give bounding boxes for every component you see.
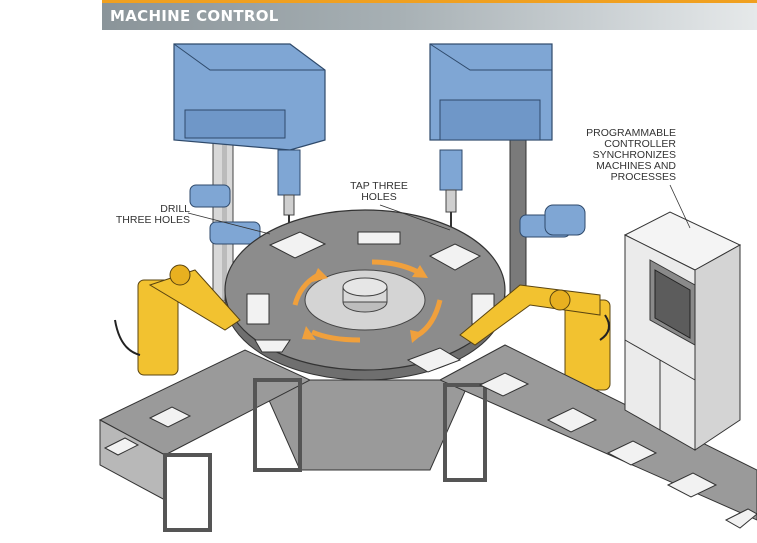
drill-callout: DRILL THREE HOLES (114, 204, 190, 226)
rotary-table (224, 209, 506, 471)
drill-callout-line-1: DRILL (160, 203, 190, 215)
left-robot-arm (114, 264, 241, 376)
tap-callout-line-2: HOLES (361, 191, 397, 203)
page-title: MACHINE CONTROL (110, 7, 279, 25)
controller-cabinet (623, 211, 742, 451)
left-drill-press (173, 43, 326, 301)
controller-callout-line-5: PROCESSES (610, 171, 676, 183)
controller-callout-line-1: PROGRAMMABLE (586, 127, 676, 139)
rotation-arrowheads (302, 265, 428, 343)
right-robot-arm (459, 284, 611, 391)
controller-callout-line-3: SYNCHRONIZES (592, 149, 676, 161)
controller-callout: PROGRAMMABLE CONTROLLER SYNCHRONIZES MAC… (576, 128, 676, 183)
drill-callout-line-2: THREE HOLES (115, 214, 190, 226)
controller-callout-line-2: CONTROLLER (604, 138, 676, 150)
tap-callout: TAP THREE HOLES (346, 181, 412, 203)
header-bar: MACHINE CONTROL (102, 0, 757, 30)
callout-leaders (187, 184, 691, 235)
right-drill-press (429, 43, 586, 301)
left-conveyor (98, 349, 312, 532)
controller-callout-line-4: MACHINES AND (596, 160, 676, 172)
right-conveyor (438, 344, 757, 529)
tap-callout-line-1: TAP THREE (350, 180, 408, 192)
